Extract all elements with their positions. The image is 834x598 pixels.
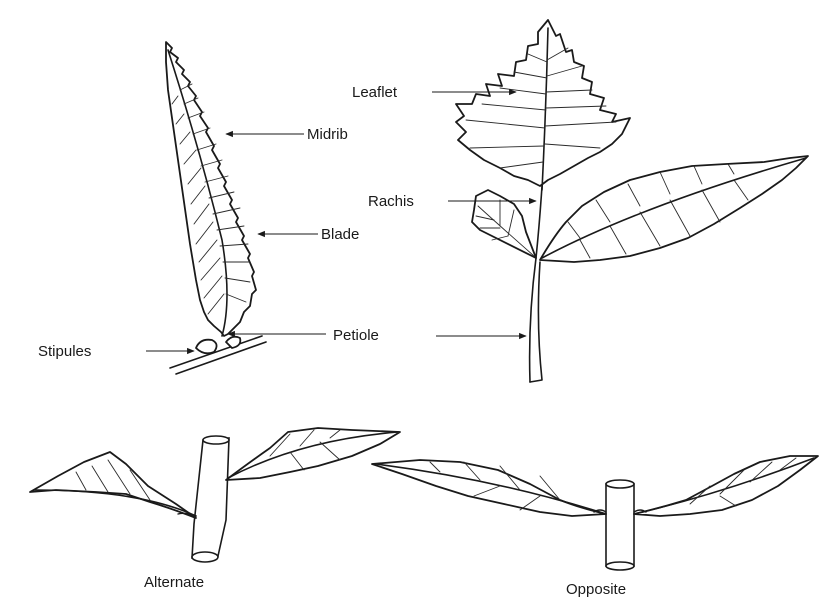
opposite-stem-top <box>606 480 634 488</box>
alternate-left-leaf <box>30 452 196 518</box>
opposite-arrangement <box>372 456 818 570</box>
midrib-label: Midrib <box>307 126 348 143</box>
alternate-stem <box>192 438 229 558</box>
right-leaflet <box>540 156 808 262</box>
alternate-caption: Alternate <box>144 574 204 591</box>
alternate-stem-top <box>203 436 229 444</box>
petiole-label: Petiole <box>333 327 379 344</box>
alternate-stem-bottom <box>192 552 218 562</box>
opposite-stem <box>606 484 634 566</box>
alternate-arrangement <box>30 428 400 562</box>
blade-label: Blade <box>321 226 359 243</box>
left-leaflet <box>472 190 536 258</box>
alternate-right-leaf <box>226 428 400 480</box>
stipule <box>196 340 217 354</box>
opposite-stem-bottom <box>606 562 634 570</box>
stipules-label: Stipules <box>38 343 91 360</box>
twig <box>170 336 266 374</box>
simple-leaf <box>166 42 266 374</box>
petiole-line <box>530 262 542 382</box>
leaflet-label: Leaflet <box>352 84 398 101</box>
opposite-caption: Opposite <box>566 581 626 598</box>
stipule-2 <box>226 337 240 348</box>
rachis-label: Rachis <box>368 193 414 210</box>
